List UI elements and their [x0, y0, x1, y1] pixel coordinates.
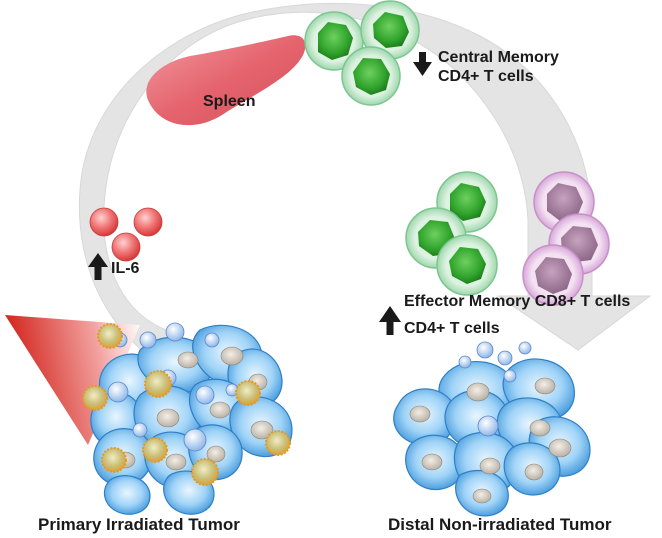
il6-label: IL-6 [111, 260, 140, 277]
il6-cytokines [89, 207, 163, 262]
central-memory-t-cells [304, 0, 420, 106]
nanoparticles [82, 323, 291, 486]
spleen-organ [146, 35, 306, 126]
purple-cells [522, 171, 610, 306]
up-arrow-icon-effector [379, 306, 401, 335]
up-arrow-icon-il6 [88, 253, 108, 280]
distal-tumor-label: Distal Non-irradiated Tumor [388, 515, 612, 534]
down-arrow-icon [413, 52, 432, 76]
spleen-label: Spleen [203, 93, 256, 110]
cd4-label: CD4+ T cells [404, 320, 500, 337]
central-memory-cd4-label: CD4+ T cells [438, 68, 534, 85]
effector-memory-t-cells [405, 171, 498, 296]
distal-tumor [393, 341, 591, 517]
primary-tumor [82, 322, 293, 515]
primary-tumor-label: Primary Irradiated Tumor [38, 515, 240, 534]
effector-memory-label: Effector Memory CD8+ T cells [404, 293, 631, 310]
central-memory-label: Central Memory [438, 49, 559, 66]
